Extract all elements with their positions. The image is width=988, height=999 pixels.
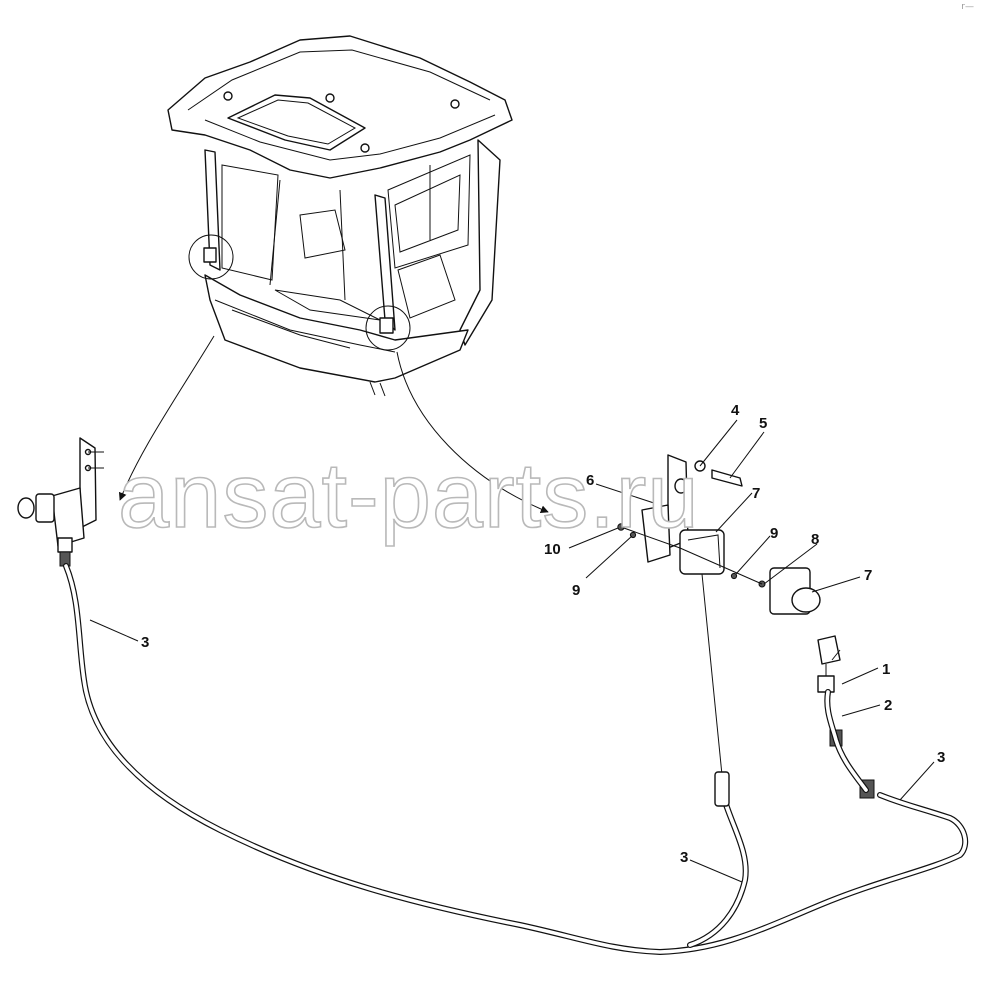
right-switch-assembly bbox=[617, 454, 821, 615]
callout-9-left: 9 bbox=[572, 582, 580, 599]
left-switch-assembly bbox=[17, 437, 104, 567]
callout-3-bottom: 3 bbox=[680, 849, 688, 866]
corner-mark: r— bbox=[961, 2, 974, 12]
callout-1: 1 bbox=[882, 661, 890, 678]
operator-cab bbox=[167, 35, 513, 397]
callout-10: 10 bbox=[544, 541, 561, 558]
callout-7-upper: 7 bbox=[752, 485, 760, 502]
callout-3-left: 3 bbox=[141, 634, 149, 651]
detail-arrow-left bbox=[118, 335, 215, 501]
callout-5: 5 bbox=[759, 415, 767, 432]
leader-lines bbox=[89, 419, 935, 883]
callout-2: 2 bbox=[884, 697, 892, 714]
callout-7-knob: 7 bbox=[864, 567, 872, 584]
callout-3-right: 3 bbox=[937, 749, 945, 766]
callout-8: 8 bbox=[811, 531, 819, 548]
cables bbox=[63, 563, 969, 955]
watermark-text: ansat-parts.ru bbox=[118, 445, 700, 547]
callout-4: 4 bbox=[731, 402, 740, 419]
callout-9-right: 9 bbox=[770, 525, 778, 542]
detail-arrow-right bbox=[396, 351, 549, 513]
callout-6: 6 bbox=[586, 472, 594, 489]
